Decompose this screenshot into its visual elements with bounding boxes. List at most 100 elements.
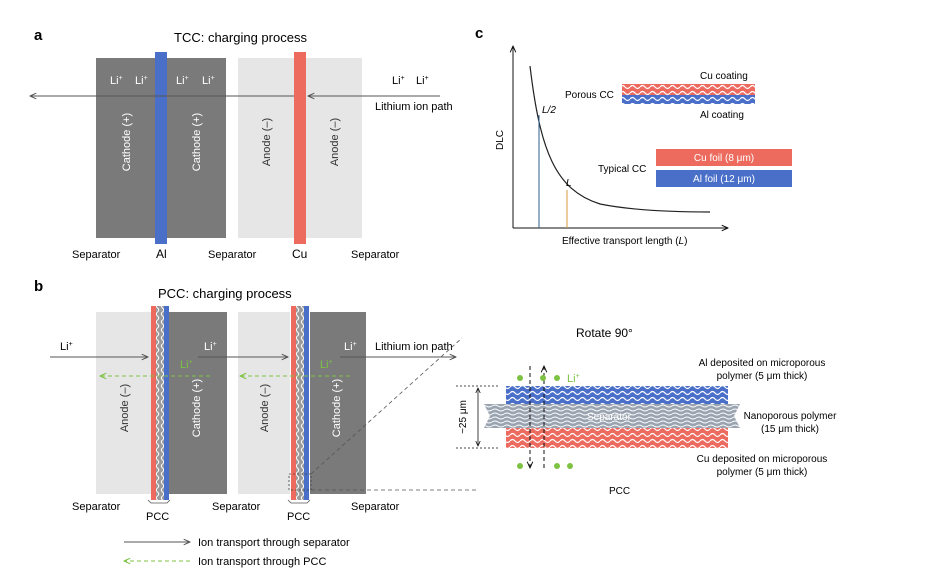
cathode-layer-a1 (96, 58, 155, 238)
zoom-region-box (288, 473, 312, 491)
y-axis-label: DLC (495, 130, 506, 150)
zoom-separator-label: Separator (587, 412, 632, 423)
anode-layer-b1 (96, 312, 151, 494)
cu-coating-label: Cu coating (700, 71, 748, 82)
x-axis-label: Effective transport length (L) (562, 236, 687, 247)
separator-label-b2: Separator (212, 501, 261, 513)
cathode-label-b2: Cathode (+) (331, 379, 343, 437)
pcc-label-b1: PCC (146, 511, 169, 523)
pcc-bracket-1 (147, 499, 171, 504)
li-ion-label-green: Li+ (180, 359, 193, 371)
pcc-al-layer (304, 306, 309, 500)
cu-label: Cu (292, 247, 307, 261)
li-ion-label: Li+ (416, 75, 429, 87)
li-ion-label: Li+ (344, 341, 357, 353)
pcc-label-b2: PCC (287, 511, 310, 523)
zoom-cu-texture (506, 428, 728, 448)
cu-foil-label: Cu foil (8 μm) (694, 153, 754, 164)
pcc-stack-2 (291, 306, 309, 500)
separator-label-b1: Separator (72, 501, 121, 513)
pcc-bracket-2 (287, 499, 311, 504)
cathode-layer-b1 (169, 312, 227, 494)
anode-layer-a1 (238, 58, 294, 238)
full-length-label: L (566, 178, 572, 189)
nanoporous-label-line1: Nanoporous polymer (744, 411, 837, 422)
pcc-zoom-detail: Rotate 90° Separator Li+ ~25 μm Al depos… (456, 326, 837, 497)
cathode-layer-a2 (167, 58, 226, 238)
li-ion-dot (567, 463, 573, 469)
anode-label-a1: Anode (–) (261, 118, 273, 166)
panel-b: b PCC: charging process Anode (–) Cathod… (34, 278, 478, 568)
li-ion-label-green: Li+ (320, 359, 333, 371)
separator-label-b3: Separator (351, 501, 400, 513)
al-label: Al (156, 247, 167, 261)
li-ion-dot (540, 375, 546, 381)
anode-layer-a2 (306, 58, 362, 238)
rotate-label: Rotate 90° (576, 326, 633, 340)
li-ion-dot (517, 375, 523, 381)
anode-layer-b2 (238, 312, 290, 494)
al-deposit-label-line1: Al deposited on microporous (699, 358, 826, 369)
pcc-cu-layer (291, 306, 296, 500)
li-ion-dot (517, 463, 523, 469)
panel-letter-c: c (475, 25, 483, 42)
thickness-label: ~25 μm (458, 400, 469, 434)
porous-cu-texture (622, 84, 755, 95)
separator-label-a3: Separator (351, 249, 400, 261)
panel-letter-a: a (34, 27, 43, 44)
al-coating-label: Al coating (700, 110, 744, 121)
cathode-label-a2: Cathode (+) (191, 113, 203, 171)
li-ion-label: Li+ (176, 75, 189, 87)
al-foil-label: Al foil (12 μm) (693, 174, 755, 185)
legend-separator-label: Ion transport through separator (198, 537, 350, 549)
li-ion-dot (554, 375, 560, 381)
cathode-label-b1: Cathode (+) (191, 379, 203, 437)
cu-deposit-label-line2: polymer (5 μm thick) (717, 467, 808, 478)
anode-label-b2: Anode (–) (259, 384, 271, 432)
li-ion-label: Li+ (204, 341, 217, 353)
legend-pcc-label: Ion transport through PCC (198, 556, 326, 568)
lithium-ion-path-label-b: Lithium ion path (375, 341, 453, 353)
separator-label-a2: Separator (208, 249, 257, 261)
pcc-stack-1 (151, 306, 169, 500)
al-deposit-label-line2: polymer (5 μm thick) (717, 371, 808, 382)
al-current-collector (155, 52, 167, 244)
cu-foil-bar (656, 149, 792, 166)
li-ion-dot (554, 463, 560, 469)
panel-a-title: TCC: charging process (174, 30, 307, 45)
pcc-al-layer (164, 306, 169, 500)
zoom-pcc-label: PCC (609, 486, 630, 497)
zoom-separator-texture (484, 404, 740, 428)
cu-deposit-label-line1: Cu deposited on microporous (697, 454, 828, 465)
li-ion-label: Li+ (202, 75, 215, 87)
pcc-cu-layer (151, 306, 156, 500)
zoom-connector-top (310, 337, 463, 475)
li-ion-label: Li+ (110, 75, 123, 87)
separator-label-a1: Separator (72, 249, 121, 261)
anode-label-a2: Anode (–) (329, 118, 341, 166)
typical-cc-label: Typical CC (598, 164, 646, 175)
li-ion-label: Li+ (135, 75, 148, 87)
dlc-curve (529, 65, 711, 213)
anode-label-b1: Anode (–) (119, 384, 131, 432)
cathode-label-a1: Cathode (+) (121, 113, 133, 171)
zoom-al-texture (506, 386, 728, 404)
li-ion-label: Li+ (392, 75, 405, 87)
porous-al-texture (622, 95, 755, 104)
panel-a: a TCC: charging process Cathode (+) Cath… (30, 27, 453, 261)
lithium-ion-path-label-a: Lithium ion path (375, 101, 453, 113)
al-foil-bar (656, 170, 792, 187)
li-ion-label: Li+ (60, 341, 73, 353)
half-length-label: L/2 (542, 105, 556, 116)
zoom-li-label: Li+ (567, 373, 580, 385)
pcc-separator-texture (156, 306, 164, 500)
nanoporous-label-line2: (15 μm thick) (761, 424, 819, 435)
cu-current-collector (294, 52, 306, 244)
panel-c: c DLC Effective transport length (L) L/2… (475, 25, 792, 247)
panel-b-title: PCC: charging process (158, 286, 292, 301)
panel-letter-b: b (34, 278, 43, 295)
cathode-layer-b2 (310, 312, 366, 494)
porous-cc-label: Porous CC (565, 90, 614, 101)
pcc-separator-texture (296, 306, 304, 500)
